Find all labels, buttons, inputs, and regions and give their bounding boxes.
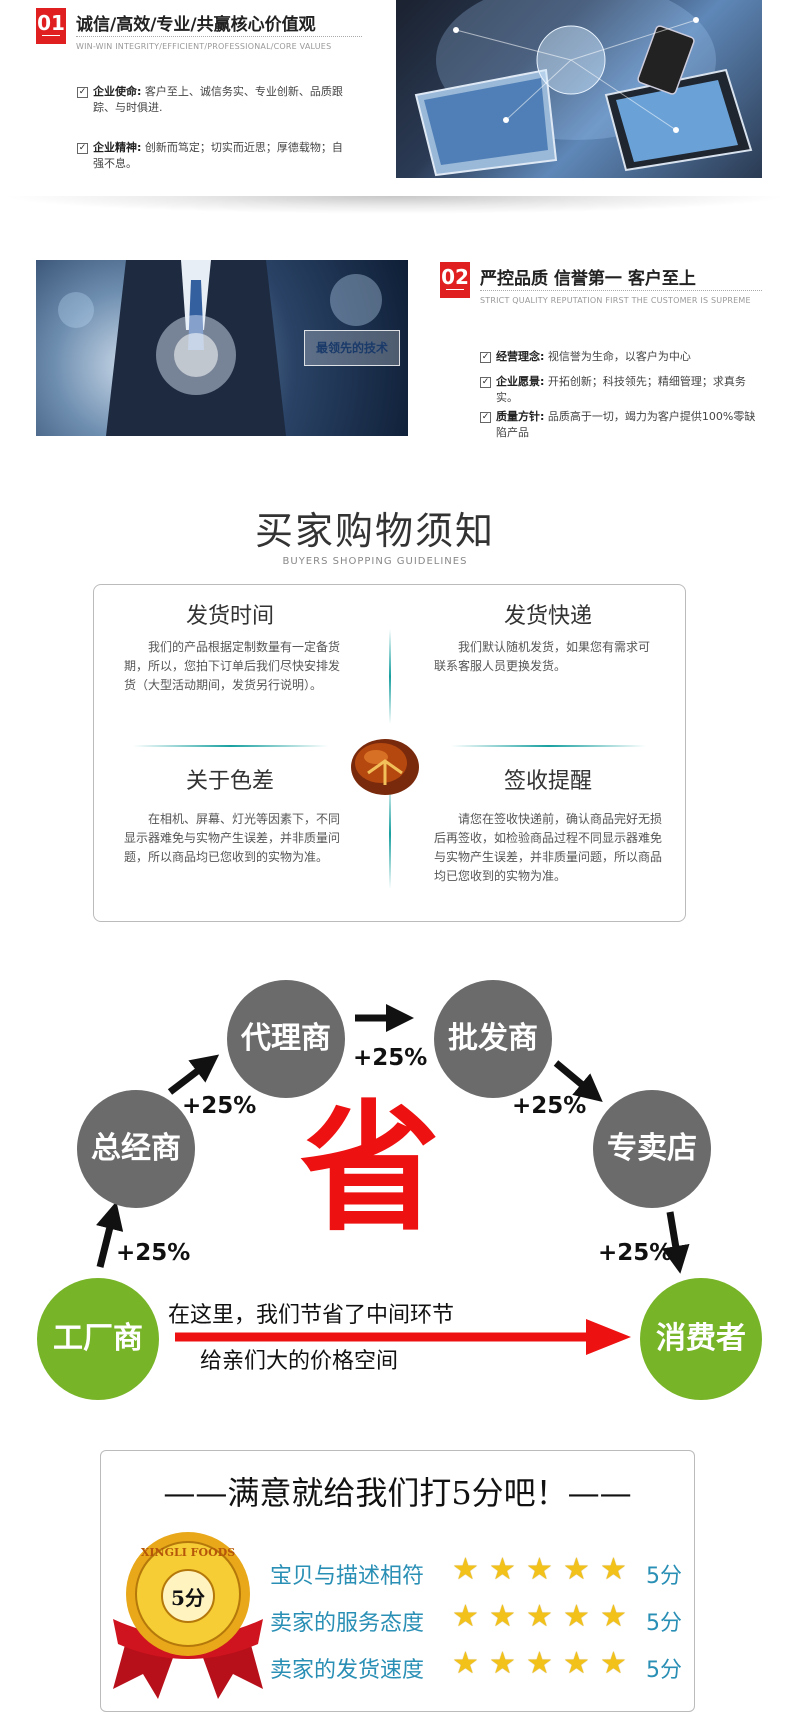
node-wholesale: 批发商 — [434, 980, 552, 1098]
star-icon: ★ — [526, 1552, 553, 1587]
section1-subtitle: WIN-WIN INTEGRITY/EFFICIENT/PROFESSIONAL… — [76, 42, 332, 51]
section1-number-badge: 01 — [36, 8, 66, 44]
star-icon: ★ — [563, 1646, 590, 1681]
section2-item-philosophy: 经营理念: 视信誉为生命，以客户为中心 — [496, 349, 762, 365]
star-icon: ★ — [526, 1646, 553, 1681]
guidelines-title: 买家购物须知 — [254, 509, 495, 553]
distribution-arrows — [96, 1004, 690, 1355]
rating-score: 5分 — [646, 1658, 682, 1683]
business-tech-photo — [396, 0, 762, 178]
section1-title: 诚信/高效/专业/共赢核心价值观 — [76, 15, 316, 35]
star-icon: ★ — [600, 1552, 627, 1587]
save-character: 省 — [300, 1088, 441, 1251]
section1-item-mission: 企业使命: 客户至上、诚信务实、专业创新、品质跟踪、与时俱进. — [93, 84, 353, 116]
leading-technology-photo: 最领先的技术 — [36, 260, 408, 436]
star-icon: ★ — [600, 1599, 627, 1634]
section2-item-vision: 企业愿景: 开拓创新；科技领先；精细管理；求真务实。 — [496, 374, 762, 406]
item-text: 品质高于一切，竭力为客户提供100%零缺陷产品 — [496, 410, 756, 439]
node-factory: 工厂商 — [37, 1278, 159, 1400]
gold-medal-icon: XINGLI FOODS 5分 — [113, 1532, 263, 1699]
markup-label: +25% — [512, 1093, 587, 1119]
guide-heading-ship-time: 发货时间 — [185, 604, 274, 629]
medal-brand: XINGLI FOODS — [141, 1546, 235, 1559]
check-icon: ✓ — [480, 352, 491, 363]
check-icon: ✓ — [77, 143, 88, 154]
rating-label-service: 卖家的服务态度 — [270, 1611, 425, 1636]
chestnut-image — [351, 739, 419, 795]
guidelines-divider-lines — [133, 629, 646, 889]
section-shadow — [0, 196, 790, 214]
node-agent: 代理商 — [227, 980, 345, 1098]
node-consumer: 消费者 — [640, 1278, 762, 1400]
savings-line-1: 在这里，我们节省了中间环节 — [168, 1303, 455, 1328]
star-icon: ★ — [600, 1646, 627, 1681]
guide-heading-signing: 签收提醒 — [503, 769, 592, 794]
guide-heading-color: 关于色差 — [185, 769, 274, 794]
section1-item-spirit: 企业精神: 创新而笃定；切实而近思；厚德载物；自强不息。 — [93, 140, 353, 172]
markup-label: +25% — [353, 1045, 428, 1071]
star-icon: ★ — [563, 1599, 590, 1634]
section1-divider — [76, 36, 362, 37]
star-icon: ★ — [452, 1552, 479, 1587]
guidelines-subtitle: BUYERS SHOPPING GUIDELINES — [282, 556, 468, 567]
guide-heading-courier: 发货快递 — [503, 604, 592, 629]
rating-title: ——满意就给我们打5分吧！—— — [163, 1474, 632, 1512]
star-icon: ★ — [452, 1646, 479, 1681]
guide-text-signing: 请您在签收快递前，确认商品完好无损后再签收，如检验商品过程不同显示器难免与实物产… — [434, 812, 663, 883]
star-icon: ★ — [489, 1599, 516, 1634]
guidelines-box — [93, 584, 686, 922]
section2-divider — [480, 290, 762, 291]
star-icon: ★ — [526, 1599, 553, 1634]
photo-caption: 最领先的技术 — [304, 330, 400, 366]
item-label: 企业使命: — [93, 85, 142, 98]
markup-label: +25% — [182, 1093, 257, 1119]
guide-text-ship-time: 我们的产品根据定制数量有一定备货期，所以，您拍下订单后我们尽快安排发货（大型活动… — [124, 640, 341, 692]
rating-score: 5分 — [646, 1564, 682, 1589]
item-label: 经营理念: — [496, 350, 545, 363]
item-text: 视信誉为生命，以客户为中心 — [547, 350, 691, 363]
rating-label-delivery: 卖家的发货速度 — [270, 1658, 425, 1683]
star-icon: ★ — [489, 1646, 516, 1681]
check-icon: ✓ — [480, 377, 491, 388]
section2-number-badge: 02 — [440, 262, 470, 298]
check-icon: ✓ — [77, 87, 88, 98]
guide-text-courier: 我们默认随机发货，如果您有需求可联系客服人员更换发货。 — [434, 640, 651, 673]
section2-title: 严控品质 信誉第一 客户至上 — [480, 269, 696, 289]
star-icon: ★ — [452, 1599, 479, 1634]
medal-score: 5分 — [171, 1586, 205, 1610]
item-text: 客户至上、诚信务实、专业创新、品质跟踪、与时俱进. — [93, 85, 343, 114]
item-label: 企业精神: — [93, 141, 142, 154]
star-icon: ★ — [563, 1552, 590, 1587]
savings-line-2: 给亲们大的价格空间 — [200, 1349, 399, 1374]
rating-label-description: 宝贝与描述相符 — [270, 1564, 425, 1589]
node-general: 总经商 — [77, 1090, 195, 1208]
item-text: 开拓创新；科技领先；精细管理；求真务实。 — [496, 375, 746, 404]
guide-text-color: 在相机、屏幕、灯光等因素下，不同显示器难免与实物产生误差，并非质量问题，所以商品… — [124, 812, 341, 864]
item-text: 创新而笃定；切实而近思；厚德载物；自强不息。 — [93, 141, 343, 170]
section2-subtitle: STRICT QUALITY REPUTATION FIRST THE CUST… — [480, 296, 751, 305]
check-icon: ✓ — [480, 412, 491, 423]
star-icon: ★ — [489, 1552, 516, 1587]
markup-label: +25% — [598, 1240, 673, 1266]
item-label: 质量方针: — [496, 410, 545, 423]
rating-box — [100, 1450, 695, 1712]
section2-item-quality: 质量方针: 品质高于一切，竭力为客户提供100%零缺陷产品 — [496, 409, 762, 441]
rating-score: 5分 — [646, 1611, 682, 1636]
node-store: 专卖店 — [593, 1090, 711, 1208]
item-label: 企业愿景: — [496, 375, 545, 388]
markup-label: +25% — [116, 1240, 191, 1266]
